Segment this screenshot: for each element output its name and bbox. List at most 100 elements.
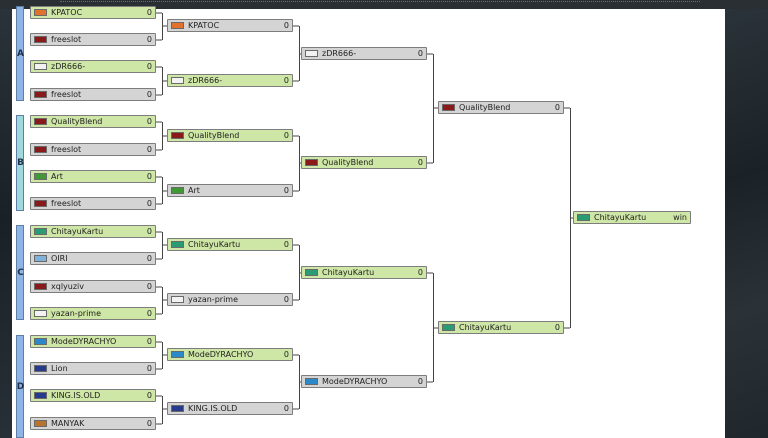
group-label-c: C	[16, 225, 24, 320]
team-logo-icon	[305, 378, 318, 385]
bracket-slot[interactable]: zDR666- 0	[301, 47, 427, 60]
team-logo-icon	[34, 200, 47, 207]
team-logo-icon	[171, 132, 184, 139]
team-score: 0	[146, 391, 152, 400]
team-logo-icon	[305, 269, 318, 276]
bracket-slot[interactable]: ChitayuKartu win	[573, 211, 691, 224]
team-logo-icon	[34, 173, 47, 180]
team-score: 0	[554, 103, 560, 112]
team-name: ChitayuKartu	[188, 240, 241, 249]
team-name: ModeDYRACHYO	[51, 337, 117, 346]
group-label-d: D	[16, 335, 24, 438]
team-logo-icon	[171, 241, 184, 248]
team-score: 0	[146, 254, 152, 263]
team-logo-icon	[171, 405, 184, 412]
team-score: 0	[146, 282, 152, 291]
team-logo-icon	[34, 36, 47, 43]
bracket-slot[interactable]: QualityBlend 0	[301, 156, 427, 169]
bracket-slot[interactable]: yazan-prime 0	[30, 307, 156, 320]
bracket-lines	[156, 12, 573, 425]
team-logo-icon	[171, 187, 184, 194]
bracket-slot[interactable]: yazan-prime 0	[167, 293, 293, 306]
team-logo-icon	[171, 296, 184, 303]
topbar-strip	[60, 1, 700, 5]
team-score: 0	[146, 90, 152, 99]
team-logo-icon	[171, 351, 184, 358]
background-right	[725, 0, 768, 438]
team-name: yazan-prime	[188, 295, 238, 304]
team-score: 0	[146, 309, 152, 318]
team-logo-icon	[34, 255, 47, 262]
team-name: Art	[188, 186, 200, 195]
team-logo-icon	[34, 63, 47, 70]
browser-topbar	[0, 0, 768, 9]
team-name: ChitayuKartu	[594, 213, 647, 222]
team-score: 0	[283, 295, 289, 304]
team-score: 0	[417, 49, 423, 58]
bracket-slot[interactable]: zDR666-0	[30, 60, 156, 73]
bracket-slot[interactable]: freeslot 0	[30, 88, 156, 101]
bracket-slot[interactable]: Lion 0	[30, 362, 156, 375]
team-name: QualityBlend	[459, 103, 511, 112]
team-score: 0	[283, 404, 289, 413]
team-logo-icon	[34, 146, 47, 153]
team-score: 0	[146, 364, 152, 373]
team-name: ModeDYRACHYO	[322, 377, 388, 386]
team-name: MANYAK	[51, 419, 85, 428]
team-score: 0	[146, 172, 152, 181]
bracket-slot[interactable]: zDR666-0	[167, 74, 293, 87]
team-name: Lion	[51, 364, 68, 373]
team-name: ModeDYRACHYO	[188, 350, 254, 359]
team-logo-icon	[34, 283, 47, 290]
team-score: 0	[146, 8, 152, 17]
team-name: ChitayuKartu	[459, 323, 512, 332]
bracket-slot[interactable]: KING.IS.OLD 0	[30, 389, 156, 402]
team-logo-icon	[442, 104, 455, 111]
team-logo-icon	[34, 310, 47, 317]
team-score: 0	[417, 158, 423, 167]
team-score: 0	[146, 227, 152, 236]
team-name: QualityBlend	[188, 131, 240, 140]
team-logo-icon	[442, 324, 455, 331]
team-logo-icon	[577, 214, 590, 221]
team-name: QualityBlend	[322, 158, 374, 167]
team-score: 0	[283, 76, 289, 85]
team-name: freeslot	[51, 90, 82, 99]
team-name: freeslot	[51, 199, 82, 208]
team-name: QualityBlend	[51, 117, 103, 126]
bracket-slot[interactable]: MANYAK 0	[30, 417, 156, 430]
team-logo-icon	[34, 118, 47, 125]
team-score: 0	[146, 145, 152, 154]
team-logo-icon	[34, 365, 47, 372]
group-letter: C	[17, 267, 24, 278]
group-label-a: A	[16, 6, 24, 101]
team-name: zDR666-	[322, 49, 357, 58]
team-name: freeslot	[51, 35, 82, 44]
group-letter: A	[17, 48, 24, 59]
team-name: KING.IS.OLD	[51, 391, 101, 400]
team-score: win	[673, 213, 687, 222]
team-logo-icon	[305, 50, 318, 57]
bracket-slot[interactable]: QualityBlend 0	[438, 101, 564, 114]
team-score: 0	[146, 419, 152, 428]
team-name: yazan-prime	[51, 309, 101, 318]
